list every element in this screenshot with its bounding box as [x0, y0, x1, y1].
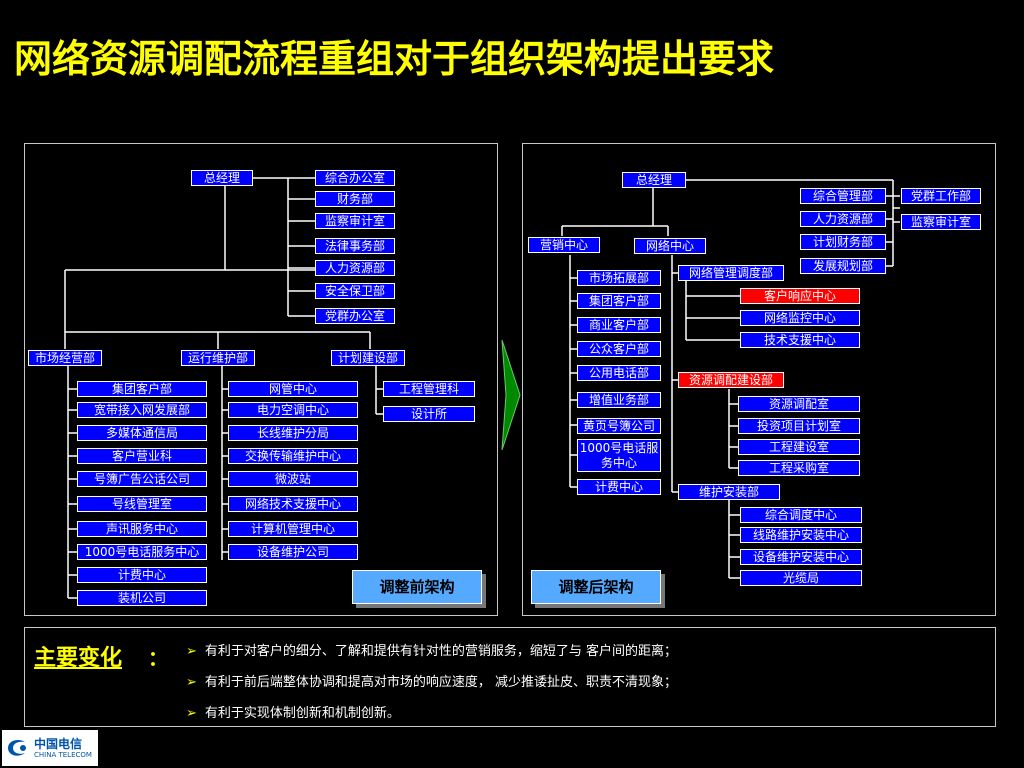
change-item-text: 有利于对客户的细分、了解和提供有针对性的营销服务，缩短了与 客户间的距离；	[204, 644, 678, 659]
after-res-unit: 资源调配室	[738, 396, 860, 412]
after-maint-unit: 设备维护安装中心	[740, 549, 862, 565]
after-nm-unit: 网络监控中心	[740, 310, 860, 326]
logo-cn-text: 中国电信	[34, 737, 83, 751]
before-staff-security: 安全保卫部	[315, 283, 395, 299]
before-ops-unit: 长线维护分局	[228, 425, 358, 441]
before-plan-unit: 设计所	[383, 406, 475, 422]
after-frame	[522, 143, 996, 616]
before-staff-audit: 监察审计室	[315, 213, 395, 229]
page-title: 网络资源调配流程重组对于组织架构提出要求	[14, 37, 775, 81]
china-telecom-logo: 中国电信 CHINA TELECOM	[2, 730, 98, 766]
after-nm-unit: 技术支援中心	[740, 332, 860, 348]
after-staff-hr: 人力资源部	[800, 211, 886, 227]
before-market-unit: 集团客户部	[77, 381, 207, 397]
before-ceo-box: 总经理	[191, 170, 253, 186]
before-ops-unit: 微波站	[228, 471, 358, 487]
arrow-bullet-icon: ➢	[186, 706, 197, 721]
after-staff-finance: 计划财务部	[800, 234, 886, 250]
before-staff-party: 党群办公室	[315, 308, 395, 324]
after-marketing-unit: 计费中心	[577, 479, 661, 495]
before-division-plan: 计划建设部	[331, 350, 405, 366]
after-staff-admin: 综合管理部	[800, 188, 886, 204]
after-staff-audit: 监察审计室	[901, 214, 981, 230]
after-marketing-unit: 公众客户部	[577, 341, 661, 357]
after-marketing-unit: 黄页号簿公司	[577, 418, 661, 434]
after-label: 调整后架构	[531, 570, 661, 604]
before-ops-unit: 网络技术支援中心	[228, 496, 358, 512]
before-market-unit: 多媒体通信局	[77, 425, 207, 441]
after-marketing-unit: 1000号电话服务中心	[577, 439, 661, 472]
before-market-unit: 号簿广告公话公司	[77, 471, 207, 487]
after-center-marketing: 营销中心	[528, 237, 600, 253]
arrow-bullet-icon: ➢	[186, 644, 197, 659]
before-plan-unit: 工程管理科	[383, 381, 475, 397]
after-marketing-unit: 市场拓展部	[577, 270, 661, 286]
before-ops-unit: 设备维护公司	[228, 544, 358, 560]
change-item: ➢ 有利于实现体制创新和机制创新。	[186, 702, 400, 721]
before-ops-unit: 电力空调中心	[228, 402, 358, 418]
after-marketing-unit: 商业客户部	[577, 317, 661, 333]
before-staff-legal: 法律事务部	[315, 238, 395, 254]
after-network-dept-resource: 资源调配建设部	[678, 372, 784, 388]
before-division-ops: 运行维护部	[181, 350, 255, 366]
before-market-unit: 声讯服务中心	[77, 521, 207, 537]
before-division-market: 市场经营部	[28, 350, 102, 366]
after-res-unit: 工程采购室	[738, 460, 860, 476]
after-res-unit: 工程建设室	[738, 439, 860, 455]
after-maint-unit: 综合调度中心	[740, 507, 862, 523]
before-ops-unit: 交换传输维护中心	[228, 448, 358, 464]
before-market-unit: 号线管理室	[77, 496, 207, 512]
after-marketing-unit: 集团客户部	[577, 293, 661, 309]
before-market-unit: 1000号电话服务中心	[77, 544, 207, 560]
before-market-unit: 客户营业科	[77, 448, 207, 464]
after-staff-party: 党群工作部	[901, 188, 981, 204]
before-staff-finance: 财务部	[315, 191, 395, 207]
before-market-unit: 装机公司	[77, 590, 207, 606]
change-item-text: 有利于实现体制创新和机制创新。	[204, 706, 400, 721]
changes-heading: 主要变化	[34, 646, 123, 671]
after-marketing-unit: 增值业务部	[577, 392, 661, 408]
changes-colon: ：	[148, 646, 168, 670]
before-market-unit: 宽带接入网发展部	[77, 402, 207, 418]
after-network-dept-maint: 维护安装部	[678, 484, 780, 500]
before-ops-unit: 网管中心	[228, 381, 358, 397]
change-item: ➢ 有利于对客户的细分、了解和提供有针对性的营销服务，缩短了与 客户间的距离；	[186, 640, 677, 659]
after-staff-planning: 发展规划部	[800, 258, 886, 274]
logo-en-text: CHINA TELECOM	[34, 751, 92, 759]
after-ceo-box: 总经理	[622, 172, 686, 188]
before-frame	[24, 143, 498, 616]
telecom-swirl-icon	[8, 740, 26, 756]
before-staff-hr: 人力资源部	[315, 260, 395, 276]
before-ops-unit: 计算机管理中心	[228, 521, 358, 537]
after-center-network: 网络中心	[634, 238, 706, 254]
change-item: ➢ 有利于前后端整体协调和提高对市场的响应速度， 减少推诿扯皮、职责不清现象；	[186, 671, 677, 690]
after-nm-unit-customer-response: 客户响应中心	[740, 288, 860, 304]
after-maint-unit: 光缆局	[740, 570, 862, 586]
after-maint-unit: 线路维护安装中心	[740, 527, 862, 543]
changes-frame	[24, 627, 996, 727]
before-market-unit: 计费中心	[77, 567, 207, 583]
after-network-dept-nm: 网络管理调度部	[678, 265, 784, 281]
change-item-text: 有利于前后端整体协调和提高对市场的响应速度， 减少推诿扯皮、职责不清现象；	[204, 675, 678, 690]
before-label: 调整前架构	[352, 570, 482, 604]
arrow-bullet-icon: ➢	[186, 675, 197, 690]
before-staff-office: 综合办公室	[315, 170, 395, 186]
after-marketing-unit: 公用电话部	[577, 365, 661, 381]
after-res-unit: 投资项目计划室	[738, 418, 860, 434]
